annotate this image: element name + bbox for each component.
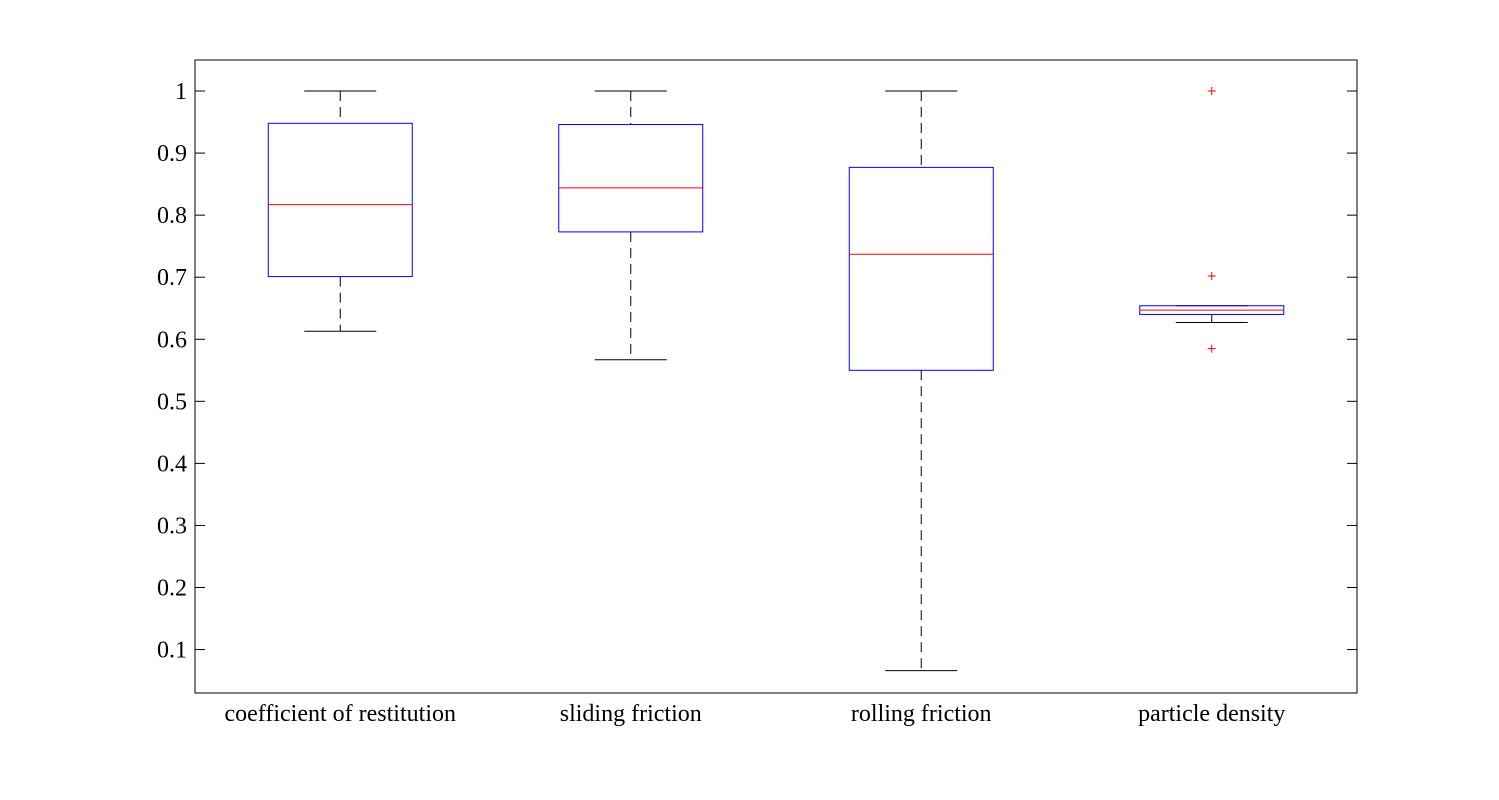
outlier-marker <box>1207 87 1216 96</box>
y-tick-label: 0.4 <box>157 451 187 477</box>
y-tick-label: 0.9 <box>157 141 187 167</box>
y-tick-label: 0.3 <box>157 513 187 539</box>
category-label: particle density <box>1138 701 1285 727</box>
y-tick-label: 0.8 <box>157 203 187 229</box>
y-tick-label: 0.1 <box>157 638 187 664</box>
y-tick-label: 0.2 <box>157 576 187 602</box>
y-tick-label: 1 <box>175 79 187 105</box>
y-tick-label: 0.6 <box>157 327 187 353</box>
outlier-marker <box>1207 271 1216 280</box>
y-tick-label: 0.7 <box>157 265 187 291</box>
category-label: coefficient of restitution <box>225 701 456 727</box>
y-tick-label: 0.5 <box>157 389 187 415</box>
plot-frame <box>194 59 1358 694</box>
iqr-box <box>848 166 994 371</box>
category-label: sliding friction <box>560 701 702 727</box>
category-label: rolling friction <box>851 701 992 727</box>
iqr-box <box>558 124 704 233</box>
outlier-marker <box>1207 344 1216 353</box>
iqr-box <box>267 122 413 278</box>
